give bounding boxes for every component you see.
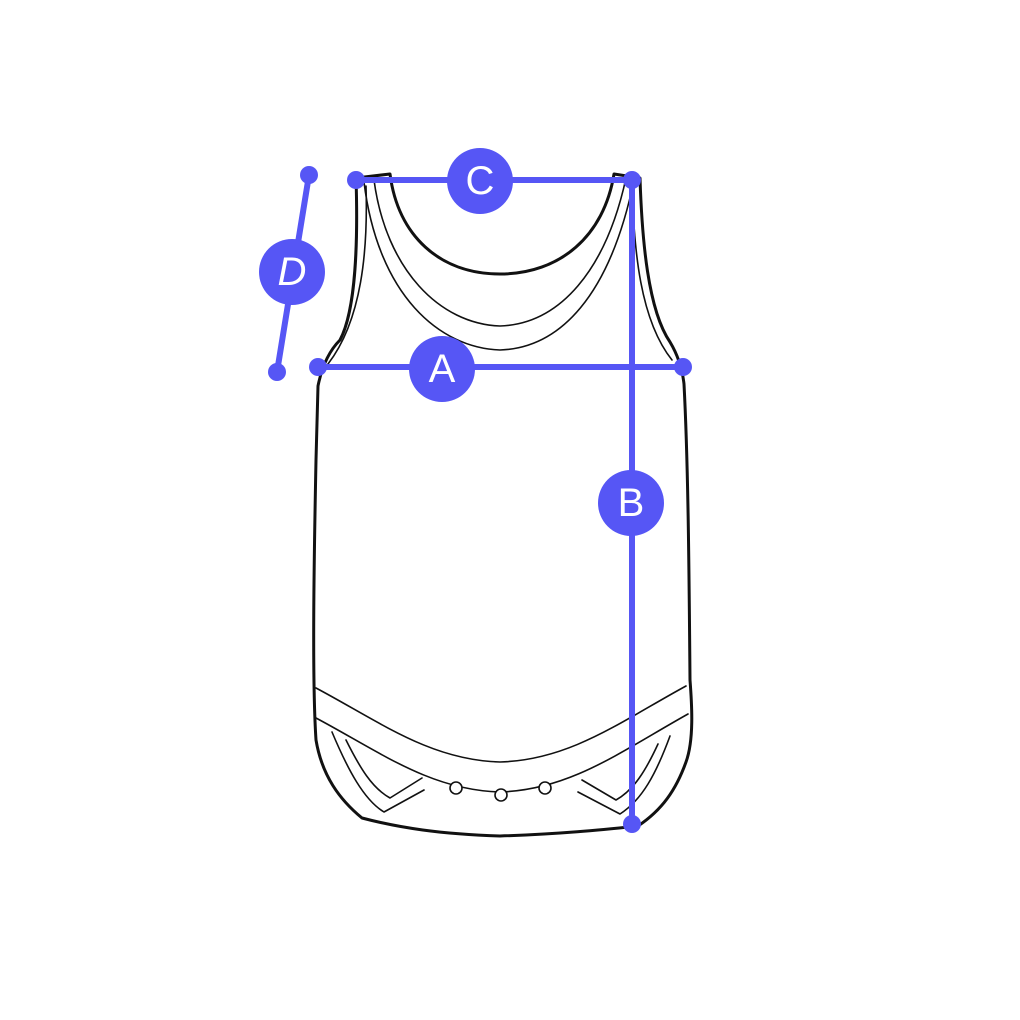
measurement-b-badge [598,470,664,536]
left-leg-opening-inner [345,739,423,799]
snap-button-center [494,788,508,802]
measurement-d-badge [259,239,325,305]
measurement-d: D [259,166,325,381]
measurement-d-start-dot [300,166,318,184]
left-leg-opening-outer [331,731,425,813]
right-leg-opening-outer [577,735,671,815]
neckline-binding-inner [363,179,635,351]
measurement-c-start-dot [347,171,365,189]
measurement-a-start-dot [309,358,327,376]
measurement-a: A [309,336,692,402]
left-armhole-binding [327,185,368,365]
neckline-binding-outer [373,177,627,327]
snap-button-left [449,781,463,795]
measurement-c-label: C [466,159,495,203]
measurement-d-label: D [278,250,307,294]
bodysuit-outline [312,172,694,838]
measurement-a-label: A [429,347,456,391]
measurement-b-label: B [618,481,645,525]
measurement-d-end-dot [268,363,286,381]
measurement-b-end-dot [623,815,641,833]
measurement-b: B [598,177,664,833]
right-leg-opening-inner [581,743,659,801]
measurement-a-end-dot [674,358,692,376]
snap-button-right [538,781,552,795]
measurement-a-badge [409,336,475,402]
measurement-c-badge [447,148,513,214]
leg-band-upper [315,685,687,763]
